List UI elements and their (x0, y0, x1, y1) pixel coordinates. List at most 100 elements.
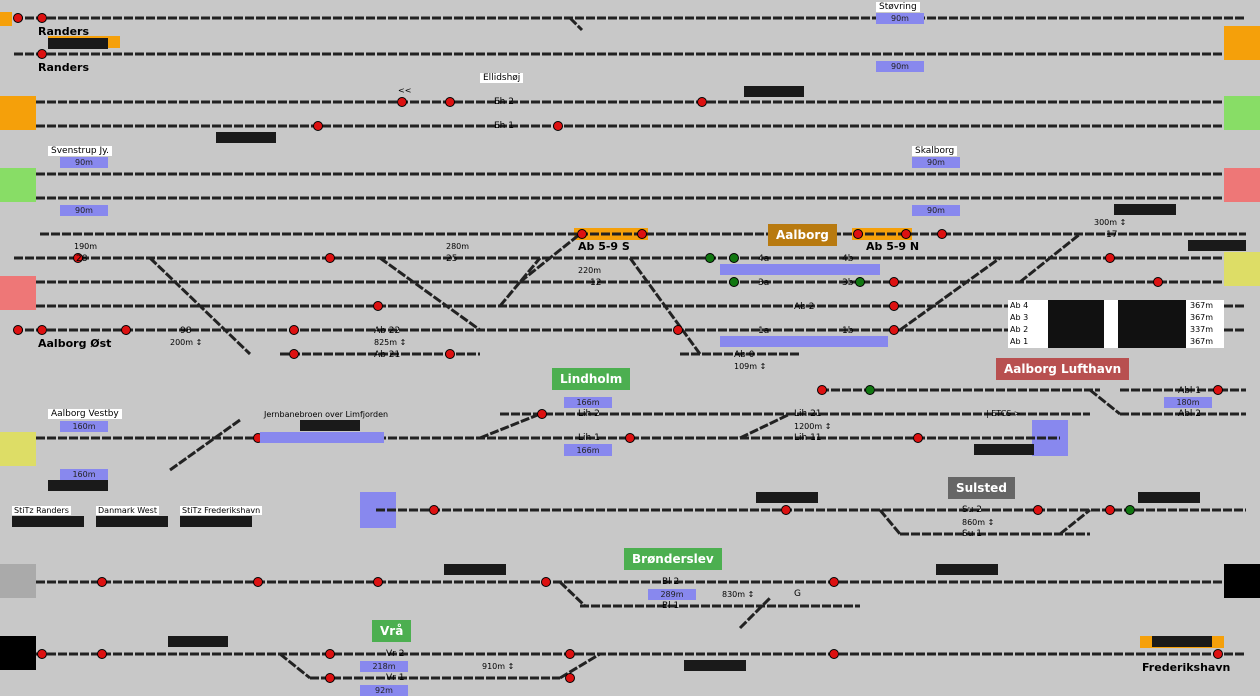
switch[interactable] (479, 412, 541, 440)
train-number-block-14[interactable] (936, 564, 998, 575)
train-number-block-11[interactable] (96, 516, 168, 527)
switch[interactable] (899, 256, 1001, 332)
signal-icon[interactable] (817, 385, 827, 395)
signal-icon[interactable] (913, 433, 923, 443)
switch[interactable] (558, 580, 587, 608)
train-number-block-4[interactable] (1188, 240, 1246, 251)
signal-icon[interactable] (705, 253, 715, 263)
signal-icon[interactable] (729, 277, 739, 287)
switch[interactable] (878, 509, 902, 535)
station-sulsted[interactable]: Sulsted (948, 477, 1015, 499)
signal-icon[interactable] (553, 121, 563, 131)
switch[interactable] (148, 256, 252, 356)
switch[interactable] (279, 652, 311, 680)
signal-icon[interactable] (889, 325, 899, 335)
signal-icon[interactable] (289, 325, 299, 335)
signal-icon[interactable] (637, 229, 647, 239)
signal-icon[interactable] (313, 121, 323, 131)
signal-icon[interactable] (1105, 505, 1115, 515)
signal-icon[interactable] (537, 409, 547, 419)
signal-icon[interactable] (13, 13, 23, 23)
switch[interactable] (379, 256, 481, 332)
signal-icon[interactable] (73, 253, 83, 263)
signal-icon[interactable] (1153, 277, 1163, 287)
signal-icon[interactable] (829, 649, 839, 659)
signal-icon[interactable] (253, 577, 263, 587)
signal-icon[interactable] (37, 649, 47, 659)
signal-icon[interactable] (889, 301, 899, 311)
train-number-block-12[interactable] (180, 516, 252, 527)
signal-icon[interactable] (325, 673, 335, 683)
switch[interactable] (1019, 232, 1081, 284)
signal-icon[interactable] (37, 49, 47, 59)
signal-icon[interactable] (625, 433, 635, 443)
signal-icon[interactable] (829, 577, 839, 587)
signal-icon[interactable] (855, 277, 865, 287)
signal-icon[interactable] (289, 349, 299, 359)
train-number-block-9[interactable] (1138, 492, 1200, 503)
signal-icon[interactable] (325, 649, 335, 659)
signal-icon[interactable] (1105, 253, 1115, 263)
curve[interactable] (568, 16, 584, 32)
signal-icon[interactable] (121, 325, 131, 335)
train-number-block-2[interactable] (744, 86, 804, 97)
signal-icon[interactable] (853, 229, 863, 239)
station-lindholm[interactable]: Lindholm (552, 368, 631, 390)
signal-icon[interactable] (541, 577, 551, 587)
station-aalborg[interactable]: Aalborg (768, 224, 837, 246)
switch[interactable] (559, 652, 601, 680)
switch[interactable] (519, 232, 581, 284)
signal-icon[interactable] (1033, 505, 1043, 515)
signal-icon[interactable] (1125, 505, 1135, 515)
signal-icon[interactable] (97, 577, 107, 587)
train-number-block-6[interactable] (48, 480, 108, 491)
stitz-danmark-west[interactable]: Danmark West (96, 506, 159, 515)
signal-icon[interactable] (889, 277, 899, 287)
train-number-block-13[interactable] (444, 564, 506, 575)
signal-icon[interactable] (37, 325, 47, 335)
signal-icon[interactable] (865, 385, 875, 395)
signal-icon[interactable] (445, 97, 455, 107)
signal-icon[interactable] (325, 253, 335, 263)
signal-icon[interactable] (97, 649, 107, 659)
switch[interactable] (1059, 508, 1091, 536)
signal-icon[interactable] (373, 577, 383, 587)
train-number-block-16[interactable] (684, 660, 746, 671)
train-number-block-8[interactable] (756, 492, 818, 503)
stitz-frederikshavn[interactable]: StiTz Frederikshavn (180, 506, 263, 515)
train-number-block-5[interactable] (300, 420, 360, 431)
train-number-block-1[interactable] (216, 132, 276, 143)
signal-icon[interactable] (729, 253, 739, 263)
train-number-block-3[interactable] (1114, 204, 1176, 215)
signal-icon[interactable] (697, 97, 707, 107)
switch[interactable] (738, 596, 772, 630)
signal-icon[interactable] (565, 649, 575, 659)
signal-icon[interactable] (397, 97, 407, 107)
signal-icon[interactable] (781, 505, 791, 515)
signal-icon[interactable] (673, 325, 683, 335)
switch[interactable] (169, 418, 241, 472)
signal-icon[interactable] (37, 13, 47, 23)
switch[interactable] (628, 257, 702, 355)
station-vra[interactable]: Vrå (372, 620, 412, 642)
signal-icon[interactable] (937, 229, 947, 239)
stitz-randers[interactable]: StiTz Randers (12, 506, 71, 515)
signal-icon[interactable] (1213, 649, 1223, 659)
station-bronderslev[interactable]: Brønderslev (624, 548, 722, 570)
signal-icon[interactable] (445, 349, 455, 359)
signal-icon[interactable] (373, 301, 383, 311)
train-number-block-0[interactable] (48, 38, 108, 49)
signal-icon[interactable] (429, 505, 439, 515)
signal-icon[interactable] (565, 673, 575, 683)
switch[interactable] (739, 412, 791, 440)
switch[interactable] (498, 257, 542, 307)
train-number-block-7[interactable] (974, 444, 1034, 455)
signal-icon[interactable] (577, 229, 587, 239)
train-number-block-10[interactable] (12, 516, 84, 527)
signal-icon[interactable] (1213, 385, 1223, 395)
station-aalborg-lufthavn[interactable]: Aalborg Lufthavn (996, 358, 1130, 380)
signal-icon[interactable] (901, 229, 911, 239)
train-number-block-17[interactable] (1152, 636, 1212, 647)
signal-icon[interactable] (13, 325, 23, 335)
switch[interactable] (1089, 388, 1121, 416)
